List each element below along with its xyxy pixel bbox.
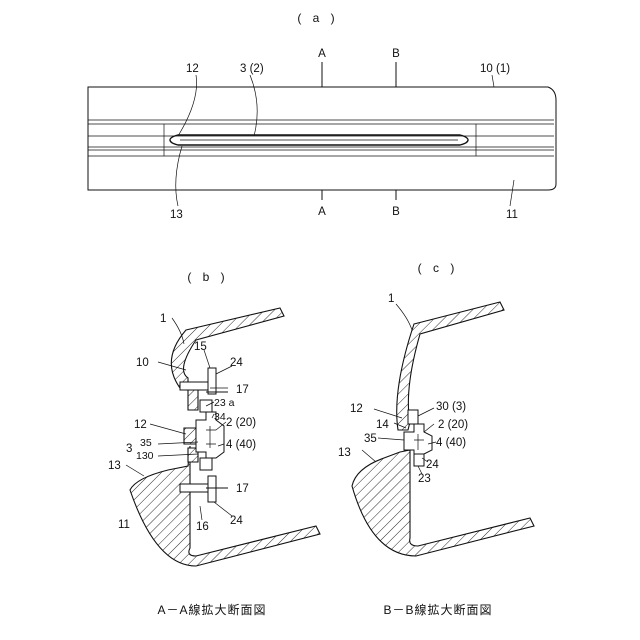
- caption-c: B－B線拡大断面図: [383, 602, 492, 617]
- ref-4-40-b: 4 (40): [226, 439, 256, 451]
- upper-wall-10: [171, 308, 284, 388]
- ref-1-b: 1: [160, 313, 166, 325]
- ref-2-20-c: 2 (20): [438, 419, 468, 431]
- ref-24-bottom-b: 24: [230, 515, 243, 527]
- ref-34-b: 34: [214, 411, 226, 423]
- view-b: ( b ): [108, 270, 320, 617]
- ref-30-3-c: 30 (3): [436, 401, 466, 413]
- view-c: ( c ) 1 12 14 30 (3) 2 (20) 35 4 (40) 13…: [338, 261, 534, 617]
- section-A-top: A: [318, 48, 326, 60]
- lower-body-c: [352, 450, 534, 556]
- ref-130-b: 130: [136, 450, 154, 462]
- ref-15-b: 15: [194, 341, 207, 353]
- ref-2-20-b: 2 (20): [226, 417, 256, 429]
- ref-13-b: 13: [108, 460, 121, 472]
- panel-label-c: ( c ): [418, 261, 459, 275]
- section-B-top: B: [392, 48, 400, 60]
- ref-35-b: 35: [140, 437, 152, 449]
- ref-3-b: 3: [126, 443, 132, 455]
- ref-4-40-c: 4 (40): [436, 437, 466, 449]
- ref-17-bottom-b: 17: [236, 483, 249, 495]
- panel-label-b: ( b ): [187, 270, 228, 284]
- ref-3-2-a: 3 (2): [240, 63, 264, 75]
- ref-1-c: 1: [388, 293, 394, 305]
- ref-16-b: 16: [196, 521, 209, 533]
- ref-11-b: 11: [118, 519, 130, 531]
- view-a: ( a ) A B A B 12 3 (2) 10 (1) 13: [88, 11, 556, 221]
- section-A-bottom: A: [318, 206, 326, 218]
- panel-label-a: ( a ): [297, 11, 338, 25]
- ref-13-a: 13: [170, 209, 183, 221]
- ref-13-c: 13: [338, 447, 351, 459]
- ref-10-b: 10: [136, 357, 149, 369]
- caption-b: A－A線拡大断面図: [157, 602, 266, 617]
- section-B-bottom: B: [392, 206, 400, 218]
- ref-12-c: 12: [350, 403, 363, 415]
- ref-10-1-a: 10 (1): [480, 63, 510, 75]
- ref-12-a: 12: [186, 63, 199, 75]
- ref-35-c: 35: [364, 433, 377, 445]
- ref-23a-b: 23 a: [214, 397, 235, 409]
- ref-12-b: 12: [134, 419, 147, 431]
- ref-24-c: 24: [426, 459, 439, 471]
- ref-24-top-b: 24: [230, 357, 243, 369]
- ref-14-c: 14: [376, 419, 389, 431]
- ref-17-top-b: 17: [236, 384, 249, 396]
- lower-body-11: [130, 446, 320, 566]
- body-outline-a: [88, 87, 556, 190]
- ref-11-a: 11: [506, 209, 518, 221]
- ref-23-c: 23: [418, 473, 431, 485]
